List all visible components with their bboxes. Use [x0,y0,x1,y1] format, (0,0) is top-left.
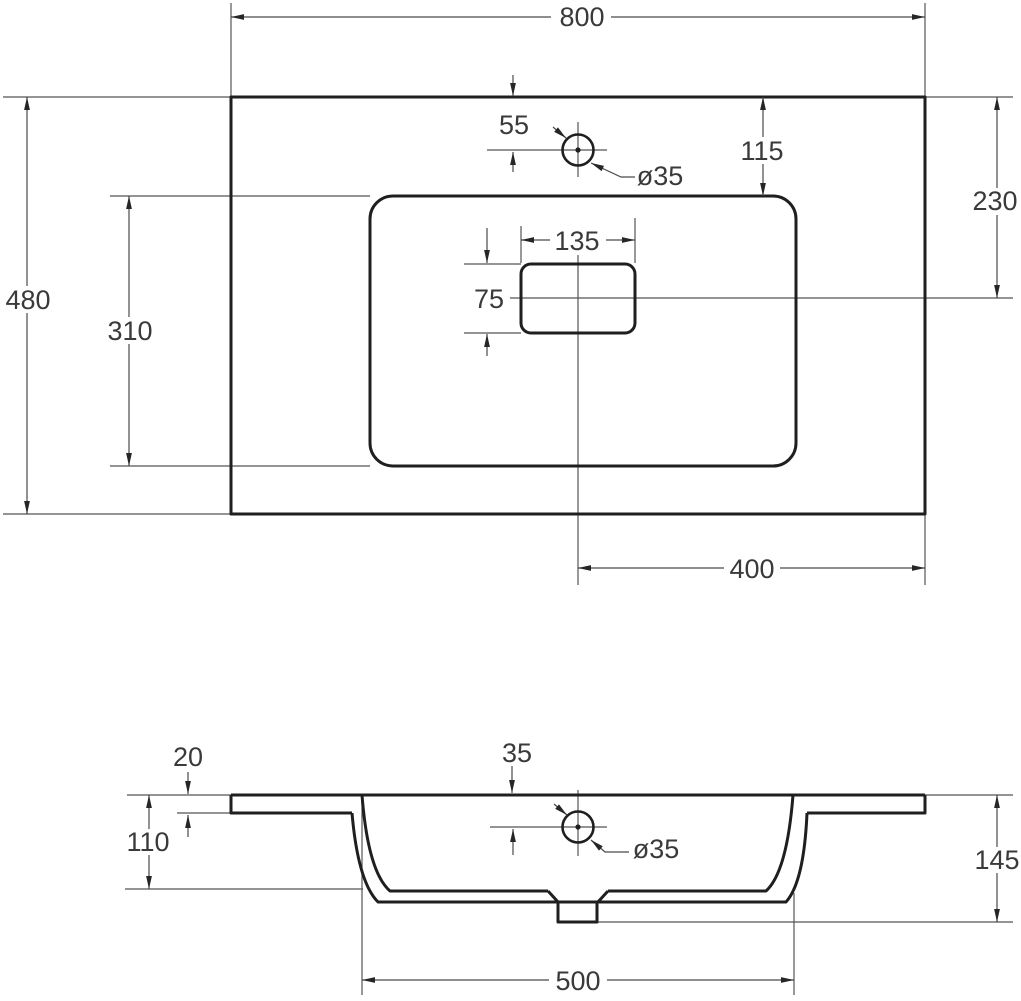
dim-label-drain-center-to-edge: 400 [729,554,774,584]
top-view-label-masks [2,4,1021,583]
countertop-outline [229,95,927,516]
top-view-extension-lines [3,3,1013,585]
basin-inner-wall-right [608,794,795,893]
dim-label-basin-bottom-width: 500 [555,966,600,996]
hole-leader-lower [590,162,635,178]
dim-label-overall-height: 145 [974,845,1019,875]
basin-inner-wall-left [360,794,548,893]
drain-taper-left [546,889,561,905]
section-view: 20 35 ø35 110 145 500 [122,738,1021,996]
dim-label-rim-to-basin: 115 [740,136,783,166]
dim-label-overall-depth: 480 [5,285,50,315]
section-labels: 20 35 ø35 110 145 500 [126,738,1019,996]
drain-taper-right [595,889,610,905]
top-view: 800 55 ø35 115 230 135 75 310 480 400 [2,2,1021,585]
dim-label-rim-thickness: 20 [173,742,203,772]
basin-outline [368,194,798,468]
dim-label-drain-depth: 75 [474,284,504,314]
section-profile [229,793,927,924]
left-rim [229,795,352,815]
dim-label-hole-center-offset: 35 [502,738,532,768]
drain-cutout-outline [519,262,637,335]
dim-label-basin-inner-depth: 110 [126,827,169,857]
section-hole-leader-upper [553,803,568,816]
dim-label-edge-to-drain-center: 230 [972,186,1017,216]
section-extension-lines [125,790,1013,995]
dim-label-basin-front-back: 310 [107,316,152,346]
right-rim [807,795,927,815]
basin-outer-shell [350,812,809,904]
top-view-dimension-lines [24,14,1000,571]
section-label-masks [122,829,1021,994]
dim-label-hole-setback: 55 [499,110,529,140]
faucet-hole-section [561,810,595,844]
top-view-labels: 800 55 ø35 115 230 135 75 310 480 400 [5,2,1017,584]
section-hole-leader-lower [590,839,629,853]
hole-leader-upper [552,126,567,139]
drain-outlet-stub [556,903,599,924]
dim-label-drain-width: 135 [554,226,599,256]
dim-label-hole-diameter: ø35 [637,161,684,191]
dim-label-section-hole-diameter: ø35 [633,834,680,864]
faucet-hole [561,133,595,167]
dim-label-overall-width: 800 [559,2,604,32]
section-dimension-lines [146,766,1000,983]
